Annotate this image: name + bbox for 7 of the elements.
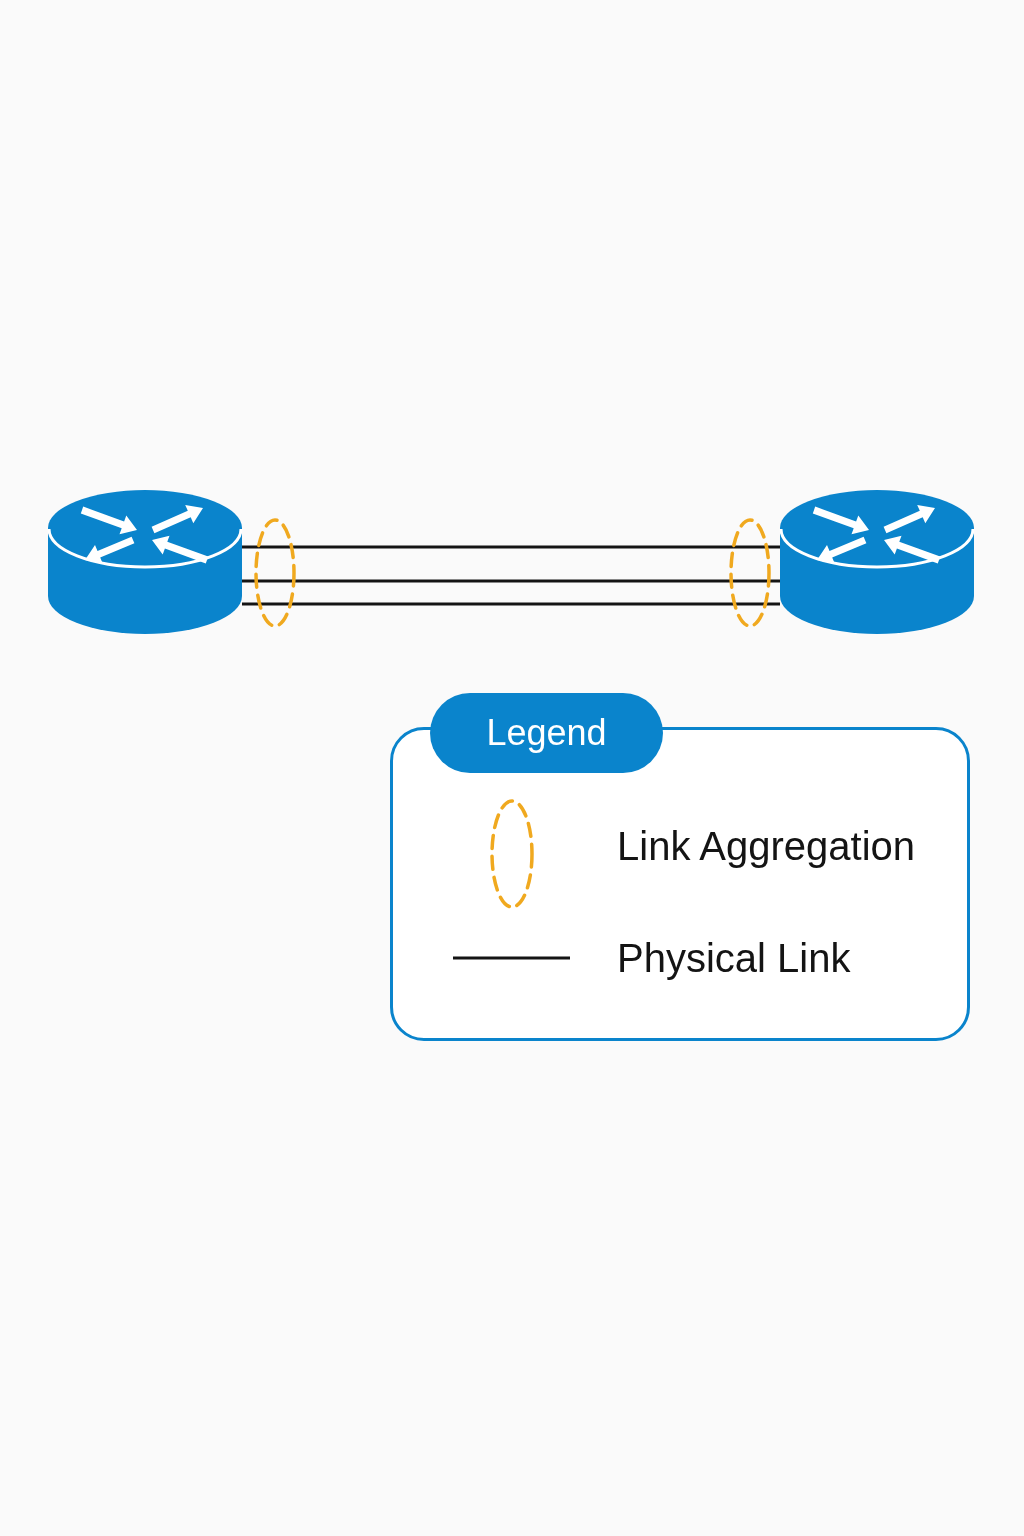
link-line: [242, 579, 780, 583]
link-line: [242, 602, 780, 606]
legend-heading: Legend: [430, 693, 663, 773]
router-icon: [47, 488, 243, 636]
legend-label: Link Aggregation: [617, 823, 915, 870]
legend-label: Physical Link: [617, 935, 851, 982]
router-icon: [779, 488, 975, 636]
